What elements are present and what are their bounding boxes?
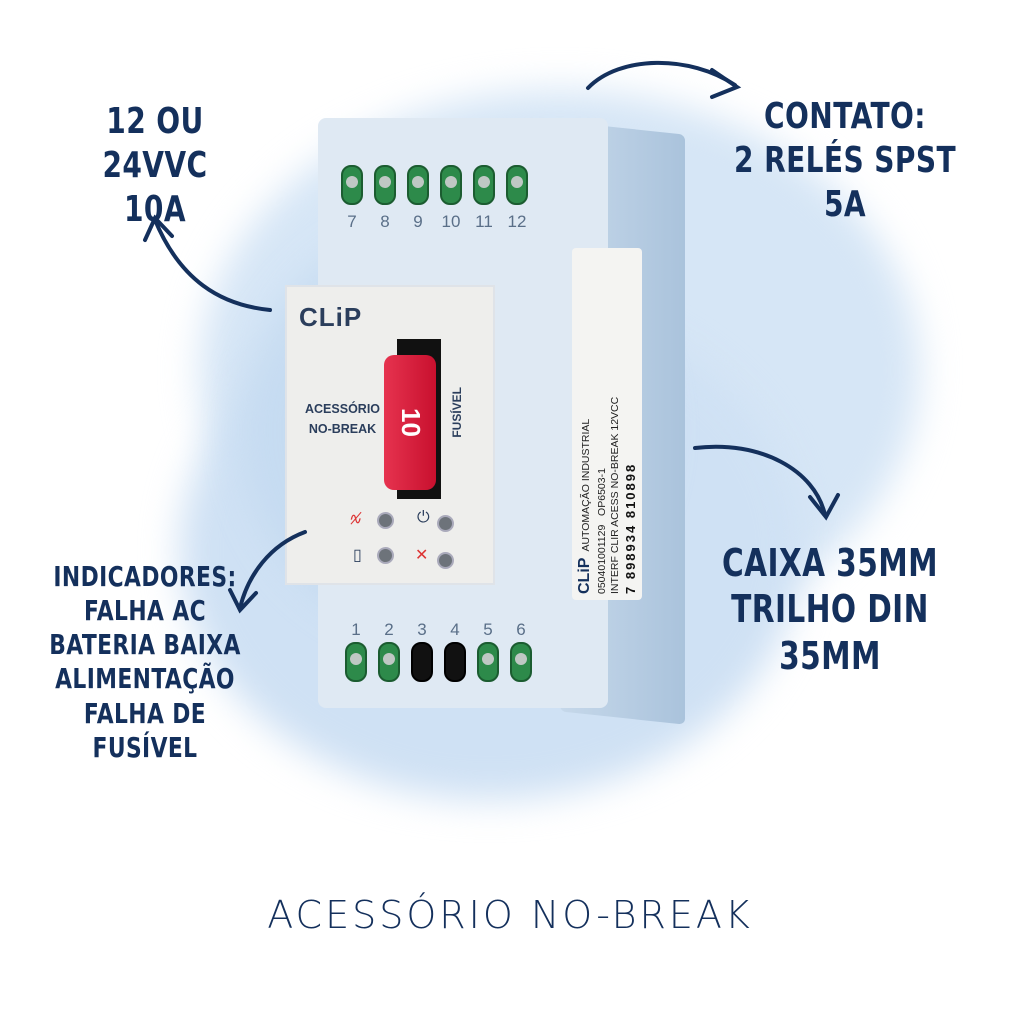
top-terminal-numbers: 7 8 9 10 11 12	[341, 212, 528, 232]
callout-case: CAIXA 35MM TRILHO DIN 35MM	[697, 540, 962, 679]
terminal-number: 10	[441, 212, 461, 231]
empty-terminal	[444, 642, 466, 682]
battery-low-icon: ▯	[353, 547, 362, 564]
terminal-number: 8	[380, 212, 390, 231]
terminal-number: 9	[413, 212, 423, 231]
callout-line: CONTATO:	[764, 96, 926, 137]
fuse-fail-icon: ✕	[415, 547, 429, 564]
screw-terminal	[473, 165, 495, 205]
fuse: 10	[384, 355, 436, 490]
screw-terminal	[345, 642, 367, 682]
terminal-number: 5	[483, 620, 493, 639]
callout-line: 2 RELÉS SPST 5A	[733, 139, 957, 225]
screw-terminal	[506, 165, 528, 205]
screw-terminal	[510, 642, 532, 682]
callout-indicators: INDICADORES: FALHA AC BATERIA BAIXA ALIM…	[40, 560, 251, 765]
brand-logo: CLiP	[299, 302, 363, 332]
terminal-number: 2	[384, 620, 394, 639]
page-title: ACESSÓRIO NO-BREAK	[267, 893, 753, 937]
screw-terminal	[341, 165, 363, 205]
top-terminals	[341, 165, 528, 205]
terminal-number: 12	[507, 212, 527, 231]
callout-line: CAIXA 35MM	[722, 541, 938, 585]
power-icon: ⏻	[417, 509, 430, 526]
led-ac-fail	[377, 512, 394, 529]
screw-terminal	[374, 165, 396, 205]
terminal-number: 3	[417, 620, 427, 639]
led-power	[437, 515, 454, 532]
screw-terminal	[477, 642, 499, 682]
empty-terminal	[411, 642, 433, 682]
terminal-number: 6	[516, 620, 526, 639]
callout-power: 12 OU 24VVC 10A	[65, 100, 244, 232]
terminal-number: 11	[475, 212, 493, 231]
callout-line: 12 OU 24VVC	[102, 101, 208, 186]
callout-line: ALIMENTAÇÃO	[55, 662, 235, 696]
bottom-terminal-numbers: 1 2 3 4 5 6	[345, 620, 532, 640]
callout-line: FALHA DE FUSÍVEL	[83, 696, 207, 764]
callout-line: TRILHO DIN 35MM	[731, 587, 929, 678]
panel-text: ACESSÓRIO NO-BREAK	[305, 399, 380, 439]
screw-terminal	[378, 642, 400, 682]
ac-fail-icon: ∿̸	[349, 511, 363, 528]
led-battery-low	[377, 547, 394, 564]
panel-text-line: NO-BREAK	[308, 422, 377, 436]
product-sticker: CLiPAUTOMAÇÃO INDUSTRIAL 050401001129 OP…	[572, 248, 642, 600]
callout-line: INDICADORES:	[53, 560, 237, 593]
terminal-number: 1	[351, 620, 361, 639]
terminal-number: 4	[450, 620, 460, 639]
callout-line: BATERIA BAIXA	[49, 628, 241, 662]
panel-text-line: ACESSÓRIO	[305, 402, 381, 416]
bottom-terminals	[345, 642, 532, 682]
screw-terminal	[407, 165, 429, 205]
led-fuse-fail	[437, 552, 454, 569]
callout-contact: CONTATO: 2 RELÉS SPST 5A	[724, 95, 966, 227]
callout-line: FALHA AC	[83, 594, 207, 628]
device-front-panel: CLiP ACESSÓRIO NO-BREAK 10 FUSÍVEL ∿̸ ⏻ …	[285, 285, 495, 585]
screw-terminal	[440, 165, 462, 205]
terminal-number: 7	[347, 212, 357, 231]
